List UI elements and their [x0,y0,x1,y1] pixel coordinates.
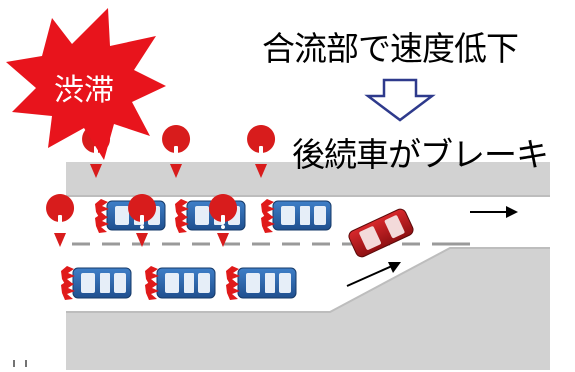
burst-badge: 渋滞 [6,8,166,160]
direction-arrow-icon [346,262,401,287]
following-brake-caption: 後続車がブレーキ [292,135,549,174]
tick-marks [13,360,27,367]
warning-pin-icon [46,194,75,247]
brake-light-icon [175,199,189,219]
brake-light-icon [95,199,109,219]
brake-light-icons [61,199,275,300]
brake-light-icon [226,281,240,300]
brake-light-icon [61,266,75,286]
brake-light-icon [145,281,159,300]
warning-pin-icon [209,194,238,247]
warning-pin-icon [128,194,157,247]
brake-light-icon [261,199,275,219]
down-arrow-icon [364,78,436,122]
direction-arrow-icon [470,206,518,218]
burst-label: 渋滞 [54,73,114,108]
car-icon [272,200,332,231]
merging-car [348,208,414,258]
brake-light-icon [226,266,240,286]
warning-pin-icon [162,125,191,178]
brake-light-icon [61,281,75,300]
brake-light-icon [175,214,189,233]
merge-slowdown-caption: 合流部で速度低下 [262,29,519,68]
car-icon [237,267,297,299]
merge-ramp-shoulder [66,248,550,370]
brake-light-icon [261,214,275,233]
warning-pin-icon [247,125,276,178]
upper-shoulder [66,162,550,196]
brake-light-icon [145,266,159,286]
car-icon [72,267,132,299]
road-scene [66,162,550,370]
brake-light-icon [95,214,109,233]
ramp-edge [66,247,550,313]
car-icon [156,267,216,299]
